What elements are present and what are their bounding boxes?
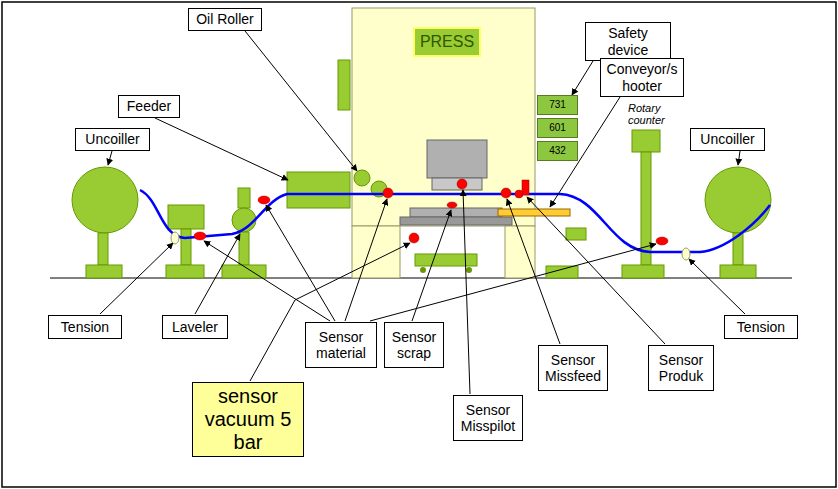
- node-text: Sensor material: [310, 329, 372, 361]
- node-text: PRESS: [420, 33, 474, 51]
- node-text: Sensor Misspilot: [458, 402, 518, 434]
- callout-box: Safety device: [585, 22, 671, 61]
- connector-arrow: [572, 61, 593, 95]
- node-text: sensor vacuum 5 bar: [197, 385, 299, 454]
- node-text: Sensor Produk: [653, 352, 709, 384]
- callout-box: Sensor Misspilot: [453, 395, 523, 441]
- callout-box: Oil Roller: [188, 8, 262, 31]
- part-label: Rotary counter: [628, 102, 680, 126]
- leader-lines: [100, 31, 745, 394]
- highlight-callout-box: sensor vacuum 5 bar: [192, 382, 304, 457]
- press-label-box: PRESS: [413, 27, 481, 57]
- node-text: Uncoiller: [85, 131, 139, 147]
- callout-box: Uncoiller: [690, 128, 765, 151]
- sensor-dots: [194, 179, 668, 245]
- callout-box: Conveyor/s hooter: [600, 58, 684, 97]
- callout-box: Uncoiller: [75, 128, 150, 151]
- node-text: Laveler: [172, 319, 218, 335]
- counter-box: 601: [537, 118, 578, 138]
- callout-box: Tension: [48, 315, 122, 339]
- callout-box: Sensor Produk: [648, 345, 714, 391]
- node-text: Oil Roller: [196, 11, 254, 27]
- counter-box: 432: [537, 141, 578, 161]
- press-frame: [338, 8, 535, 278]
- callout-box: Sensor material: [305, 322, 377, 368]
- material-strip: [140, 190, 770, 252]
- node-text: Conveyor/s hooter: [605, 61, 679, 93]
- node-text: Sensor Missfeed: [543, 352, 603, 384]
- callout-box: Feeder: [118, 95, 180, 118]
- counter-box: 731: [537, 95, 578, 115]
- machines: [72, 130, 771, 278]
- node-text: Feeder: [127, 98, 171, 114]
- node-text: Tension: [61, 319, 109, 335]
- node-text: Uncoiller: [700, 131, 754, 147]
- ground-line: [50, 278, 792, 279]
- node-text: 731: [549, 99, 566, 111]
- conveyor: [498, 209, 570, 216]
- callout-box: Laveler: [162, 315, 228, 339]
- callout-box: Sensor scrap: [384, 322, 444, 368]
- callout-box: Sensor Missfeed: [538, 345, 608, 391]
- node-text: Sensor scrap: [389, 329, 439, 361]
- node-text: 601: [549, 122, 566, 134]
- node-text: Safety device: [590, 25, 666, 57]
- callout-box: Tension: [724, 315, 798, 339]
- node-text: 432: [549, 145, 566, 157]
- node-text: Tension: [737, 319, 785, 335]
